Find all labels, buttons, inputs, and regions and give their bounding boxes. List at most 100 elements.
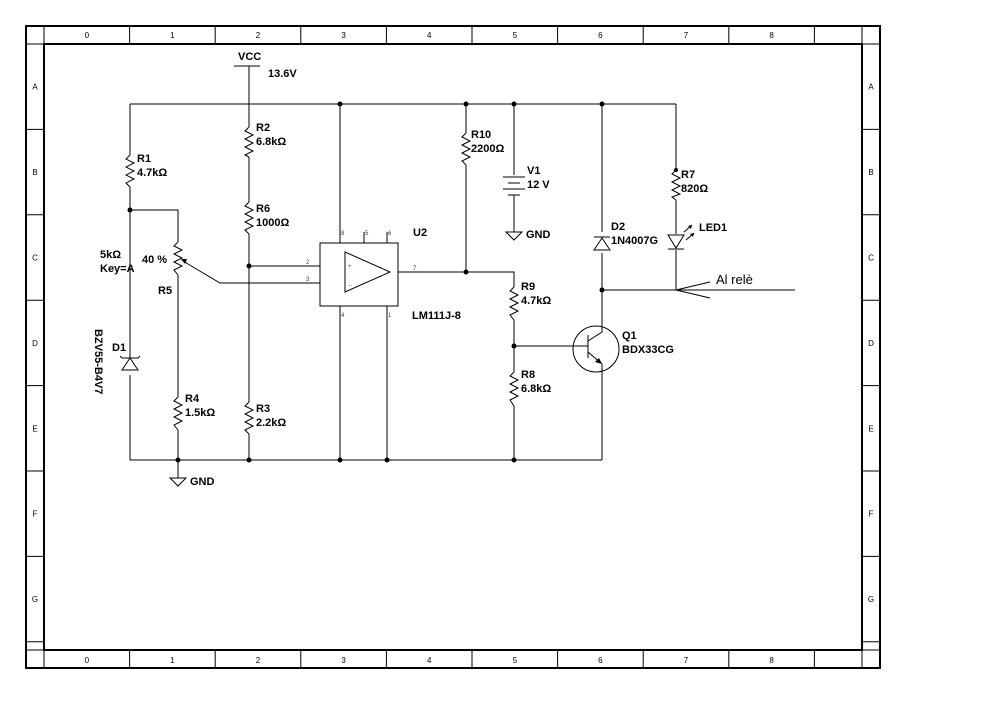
ground-symbol-r4 (168, 477, 188, 487)
d1-name: D1 (112, 342, 126, 354)
sheet-frame (25, 25, 881, 669)
frame-col-top-6: 6 (598, 31, 603, 40)
u2-pin-4: 4 (341, 313, 345, 319)
r7-value: 820Ω (681, 183, 708, 195)
potentiometer-r5 (172, 241, 189, 276)
comparator-u2: + − (319, 232, 399, 307)
frame-col-bottom-0: 0 (85, 656, 90, 665)
d2-value: 1N4007G (611, 235, 658, 247)
frame-col-bottom-1: 1 (170, 656, 175, 665)
frame-col-bottom-8: 8 (769, 656, 774, 665)
v1-name: V1 (527, 165, 540, 177)
r4-name: R4 (185, 393, 200, 405)
r2-value: 6.8kΩ (256, 136, 286, 148)
frame-col-top-4: 4 (427, 31, 432, 40)
frame-row-left-F: F (33, 510, 38, 519)
frame-col-top-3: 3 (341, 31, 346, 40)
u2-pin-6: 6 (388, 231, 392, 237)
vcc-label: VCC (238, 51, 261, 63)
r3-value: 2.2kΩ (256, 417, 286, 429)
r8-value: 6.8kΩ (521, 383, 551, 395)
frame-row-left-B: B (32, 168, 37, 177)
u2-pin-1: 1 (388, 313, 392, 319)
frame-col-bottom-6: 6 (598, 656, 603, 665)
r4-ground-label: GND (190, 476, 215, 488)
r9-name: R9 (521, 281, 535, 293)
frame-row-left-C: C (32, 254, 38, 263)
frame-row-left-D: D (32, 339, 38, 348)
vcc-value: 13.6V (268, 68, 297, 80)
frame-row-left-G: G (32, 595, 38, 604)
frame-col-top-0: 0 (85, 31, 90, 40)
r5-key: Key=A (100, 263, 135, 275)
resistor-r1 (124, 154, 136, 188)
frame-col-bottom-7: 7 (684, 656, 689, 665)
frame-col-top-7: 7 (684, 31, 689, 40)
resistor-r2 (243, 126, 255, 158)
frame-col-bottom-2: 2 (256, 656, 261, 665)
d1-value: BZV55-B4V7 (92, 329, 104, 394)
r9-value: 4.7kΩ (521, 295, 551, 307)
v1-ground-label: GND (526, 229, 551, 241)
frame-col-top-2: 2 (256, 31, 261, 40)
diode-d2 (593, 236, 611, 251)
frame-row-right-D: D (868, 339, 874, 348)
r10-name: R10 (471, 129, 491, 141)
frame-row-left-E: E (32, 424, 37, 433)
frame-row-right-C: C (868, 254, 874, 263)
u2-pin-3: 3 (306, 277, 310, 283)
frame-row-right-F: F (869, 510, 874, 519)
q1-name: Q1 (622, 330, 637, 342)
junctions (127, 101, 678, 463)
frame-col-bottom-4: 4 (427, 656, 432, 665)
q1-value: BDX33CG (622, 344, 674, 356)
frame-col-top-1: 1 (170, 31, 175, 40)
frame-row-right-E: E (868, 424, 873, 433)
frame-col-top-5: 5 (513, 31, 518, 40)
r8-name: R8 (521, 369, 535, 381)
r5-name: R5 (158, 285, 172, 297)
u2-pin-2: 2 (306, 260, 310, 266)
resistor-r8 (508, 371, 520, 407)
resistor-r7 (670, 169, 682, 201)
frame-row-right-G: G (868, 595, 874, 604)
r10-value: 2200Ω (471, 143, 504, 155)
frame-row-right-B: B (868, 168, 873, 177)
ground-symbol-v1 (504, 231, 524, 241)
led1-name: LED1 (699, 222, 727, 234)
battery-v1 (503, 176, 525, 196)
frame-col-top-8: 8 (769, 31, 774, 40)
u2-value: LM111J-8 (412, 310, 461, 322)
frame-row-left-A: A (32, 83, 38, 92)
r1-name: R1 (137, 153, 151, 165)
zener-diode-d1 (119, 352, 141, 371)
r7-name: R7 (681, 169, 695, 181)
u2-pin-8: 8 (341, 231, 345, 237)
u2-pin-7: 7 (413, 266, 417, 272)
transistor-q1 (572, 325, 620, 373)
resistor-r6 (243, 201, 255, 235)
r1-value: 4.7kΩ (137, 167, 167, 179)
v1-value: 12 V (527, 179, 550, 191)
resistor-r10 (460, 132, 472, 166)
r6-name: R6 (256, 203, 270, 215)
r4-value: 1.5kΩ (185, 407, 215, 419)
resistor-r3 (243, 401, 255, 435)
r3-name: R3 (256, 403, 270, 415)
frame-col-bottom-3: 3 (341, 656, 346, 665)
frame-col-bottom-5: 5 (513, 656, 518, 665)
resistor-r4 (172, 396, 184, 431)
r5-percent: 40 % (142, 254, 167, 266)
u2-name: U2 (413, 227, 427, 239)
r2-name: R2 (256, 122, 270, 134)
component-labels: VCC 13.6V R1 4.7kΩ R2 6.8kΩ R6 1000Ω R3 … (92, 51, 753, 488)
d2-name: D2 (611, 221, 625, 233)
frame-row-right-A: A (868, 83, 874, 92)
u2-pin-numbers: 8 5 6 2 3 7 4 1 (306, 231, 417, 319)
resistor-r9 (508, 286, 520, 321)
led-led1 (667, 224, 695, 250)
r6-value: 1000Ω (256, 217, 289, 229)
svg-text:+: + (348, 264, 352, 270)
